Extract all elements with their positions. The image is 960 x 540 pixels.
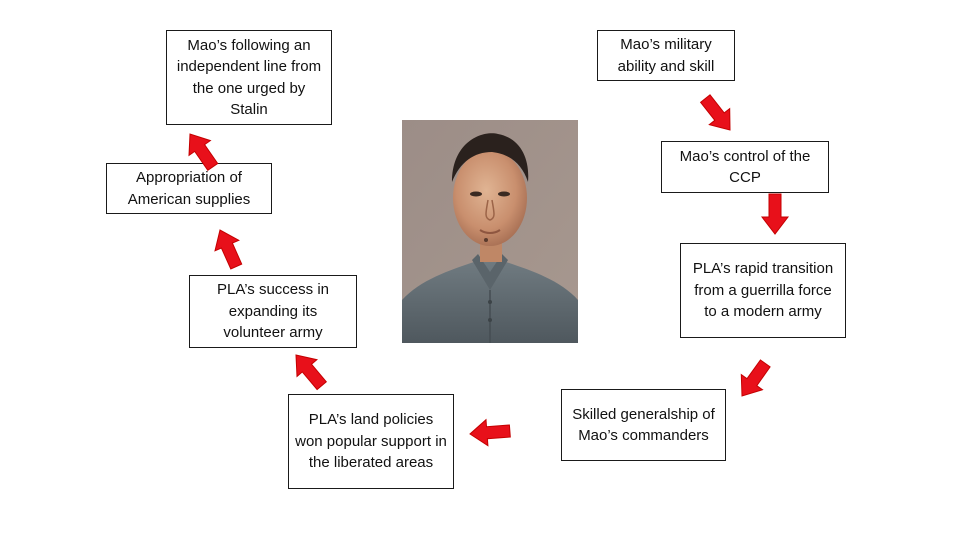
node-label: Mao’s military ability and skill [617, 36, 715, 75]
node-skilled-generalship: Skilled generalship of Mao’s commanders [561, 389, 726, 461]
node-label: PLA’s success in expanding its volunteer… [217, 281, 329, 342]
arrow-land-to-volunteer [295, 354, 328, 391]
arrow-generalship-to-land [469, 418, 511, 447]
node-label: Appropriation of American supplies [127, 169, 251, 208]
arrow-transition-to-generalship [740, 359, 771, 397]
arrow-control-to-transition [760, 193, 790, 235]
node-label: Skilled generalship of Mao’s commanders [572, 405, 715, 445]
arrow-military-to-control [699, 94, 731, 131]
node-military-ability: Mao’s military ability and skill [597, 30, 735, 81]
node-land-policies: PLA’s land policies won popular support … [288, 394, 454, 489]
node-label: Mao’s following an independent line from… [176, 36, 322, 119]
node-label: PLA’s land policies won popular support … [295, 411, 447, 472]
mao-portrait-image [402, 120, 578, 343]
node-label: Mao’s control of the CCP [679, 147, 811, 187]
arrow-supplies-to-independent [188, 133, 219, 171]
node-volunteer-army: PLA’s success in expanding its volunteer… [189, 275, 357, 348]
node-american-supplies: Appropriation of American supplies [106, 163, 272, 214]
node-control-ccp: Mao’s control of the CCP [661, 141, 829, 193]
arrow-volunteer-to-supplies [214, 229, 243, 270]
node-label: PLA’s rapid transition from a guerrilla … [692, 260, 834, 321]
node-rapid-transition: PLA’s rapid transition from a guerrilla … [680, 243, 846, 338]
node-independent-line: Mao’s following an independent line from… [166, 30, 332, 125]
